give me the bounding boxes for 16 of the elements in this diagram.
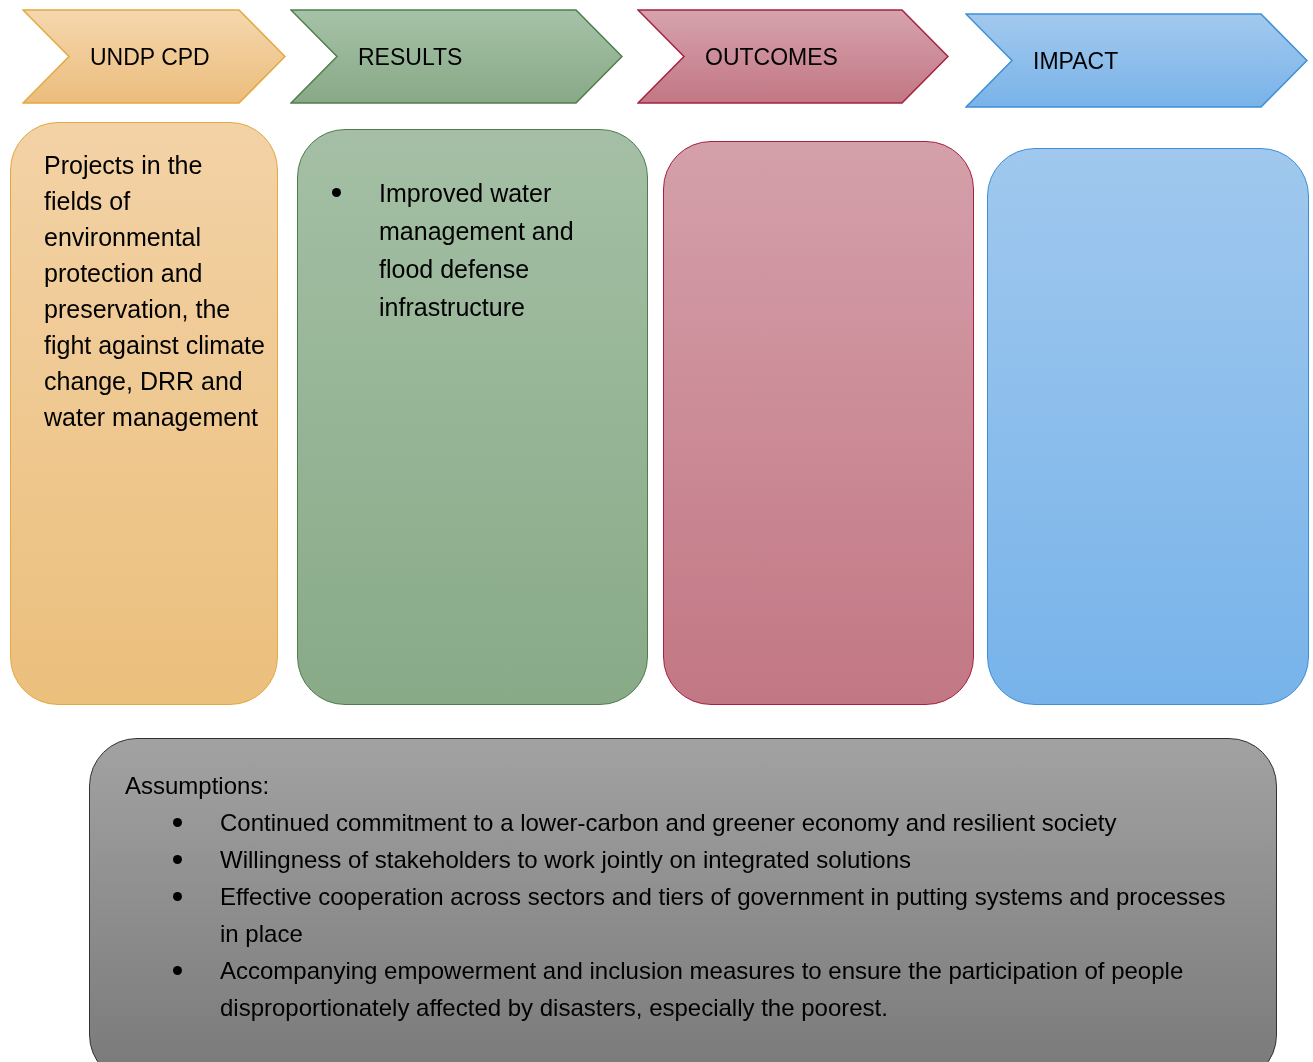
stage-label: UNDP CPD <box>90 42 210 72</box>
stage-label: RESULTS <box>358 42 463 72</box>
stage-card <box>987 148 1309 705</box>
bullet-text: Continued commitment to a lower-carbon and greener economy and resilient society <box>220 808 1117 838</box>
stage-card <box>663 141 974 705</box>
bullet-text: Accompanying empowerment and inclusion measures to ensure the participation of people disproportionately affected by disasters, especially the poorest. <box>220 956 1185 1023</box>
bullet-text: Willingness of stakeholders to work jointly on integrated solutions <box>220 845 912 875</box>
body-text: Projects in the fields of environmental protection and preservation, the fight against climate change, DRR and water management <box>44 150 265 433</box>
stage-label: OUTCOMES <box>705 42 838 72</box>
heading-text: Assumptions: <box>125 771 271 801</box>
stage-label: IMPACT <box>1033 46 1119 76</box>
bullet-text: Improved water management and flood defense infrastructure <box>379 178 575 323</box>
stage-card <box>89 738 1277 1062</box>
stage-card <box>297 129 648 705</box>
bullet-text: Effective cooperation across sectors and tiers of government in putting systems and processes in place <box>220 882 1227 949</box>
stage-card <box>10 122 278 705</box>
